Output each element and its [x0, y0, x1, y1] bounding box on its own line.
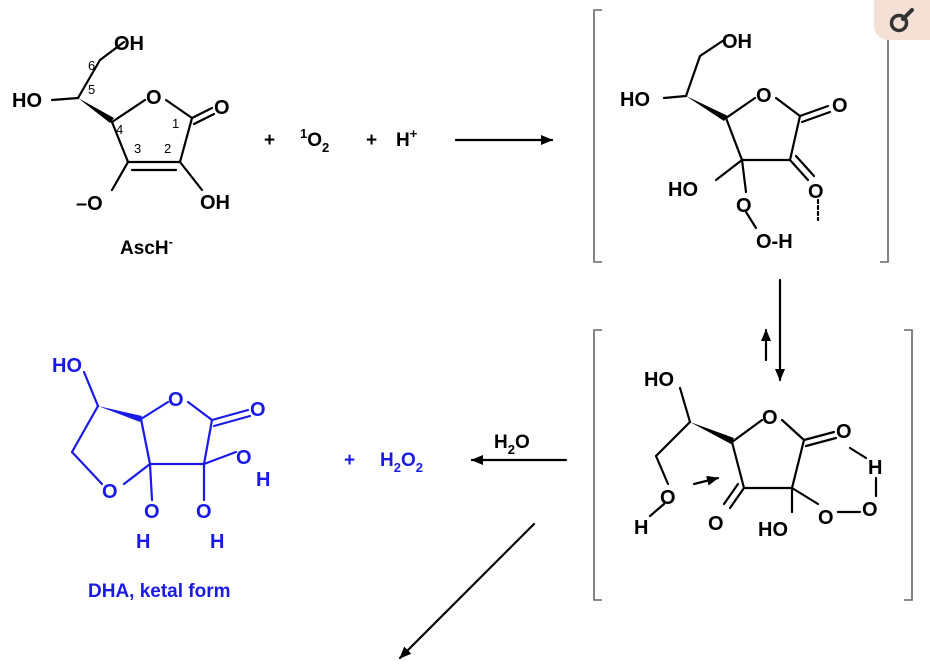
ri-h-left: H — [634, 517, 648, 539]
asch-name-label: AscH- — [120, 234, 173, 259]
ri-ho-top: HO — [644, 369, 674, 391]
asch-o-minus: –O — [76, 193, 103, 215]
plus-sign-1: + — [264, 130, 275, 151]
water-label: H2O — [494, 432, 530, 457]
carbon-number-6: 6 — [88, 58, 95, 73]
hp-carbonyl-o: O — [832, 95, 848, 117]
ri-ho-bottom: HO — [758, 519, 788, 541]
hp-ketone-o: O — [808, 181, 824, 203]
hp-oh-top: OH — [722, 31, 752, 53]
asch-carbonyl-o: O — [214, 97, 230, 119]
bracket-right-2 — [904, 329, 913, 601]
dha-o-bottom-2: O — [196, 501, 212, 523]
bracket-left-1 — [593, 9, 602, 263]
hydroperoxide-intermediate-molecule: OH HO O O HO O O O-H — [620, 31, 848, 253]
singlet-oxygen-label: 1O2 — [300, 126, 329, 155]
ri-h-bridge: H — [868, 457, 882, 479]
plus-sign-2: + — [366, 130, 377, 151]
asch-oh-bottom: OH — [200, 192, 230, 214]
dha-h-bottom-1: H — [136, 531, 150, 553]
ri-peroxy-o2: O — [862, 499, 878, 521]
ascorbate-anion-molecule: OH HO O O –O OH 6 5 4 1 3 2 AscH- — [12, 33, 230, 259]
dha-o-bottom-1: O — [144, 501, 160, 523]
asch-ring-o: O — [146, 87, 162, 109]
hp-ho-left: HO — [620, 89, 650, 111]
carbon-number-5: 5 — [88, 82, 95, 97]
hp-ho-c3: HO — [668, 179, 698, 201]
hp-oh-h: O-H — [756, 231, 793, 253]
hydride-shift-arrow — [692, 475, 720, 486]
rearranged-intermediate-molecule: HO O O H O H O HO O O — [634, 369, 882, 541]
ri-ring-o: O — [762, 407, 778, 429]
hp-peroxy-o: O — [736, 195, 752, 217]
dha-o-right: O — [236, 447, 252, 469]
carbon-number-3: 3 — [134, 141, 141, 156]
dha-name-label: DHA, ketal form — [88, 581, 231, 602]
dha-ketal-molecule: HO O O O O H O H O H DHA, ketal form — [52, 355, 270, 602]
ri-ether-o: O — [660, 487, 676, 509]
ri-peroxy-o1: O — [818, 507, 834, 529]
dha-ether-o: O — [102, 481, 118, 503]
dha-h-right: H — [256, 469, 270, 491]
bracket-left-2 — [593, 329, 602, 601]
dha-carbonyl-o: O — [250, 399, 266, 421]
dha-ring-o: O — [168, 389, 184, 411]
reagents: + 1O2 + H+ — [264, 126, 418, 155]
asch-ho-left: HO — [12, 90, 42, 112]
dha-ho-top: HO — [52, 355, 82, 377]
corner-tool-button[interactable] — [874, 0, 930, 40]
dha-h-bottom-2: H — [210, 531, 224, 553]
ri-ketone-o: O — [708, 513, 724, 535]
carbon-number-4: 4 — [116, 122, 123, 137]
proton-label: H+ — [396, 126, 418, 151]
wrench-icon — [889, 8, 914, 33]
bracket-right-1 — [880, 9, 889, 263]
reaction-arrow-3 — [398, 522, 536, 660]
hp-ring-o: O — [756, 85, 772, 107]
ri-carbonyl-o: O — [836, 421, 852, 443]
hydrogen-peroxide-label: H2O2 — [380, 450, 423, 475]
carbon-number-2: 2 — [164, 141, 171, 156]
carbon-number-1: 1 — [172, 116, 179, 131]
asch-oh-top: OH — [114, 33, 144, 55]
plus-sign-3: + — [344, 450, 355, 471]
